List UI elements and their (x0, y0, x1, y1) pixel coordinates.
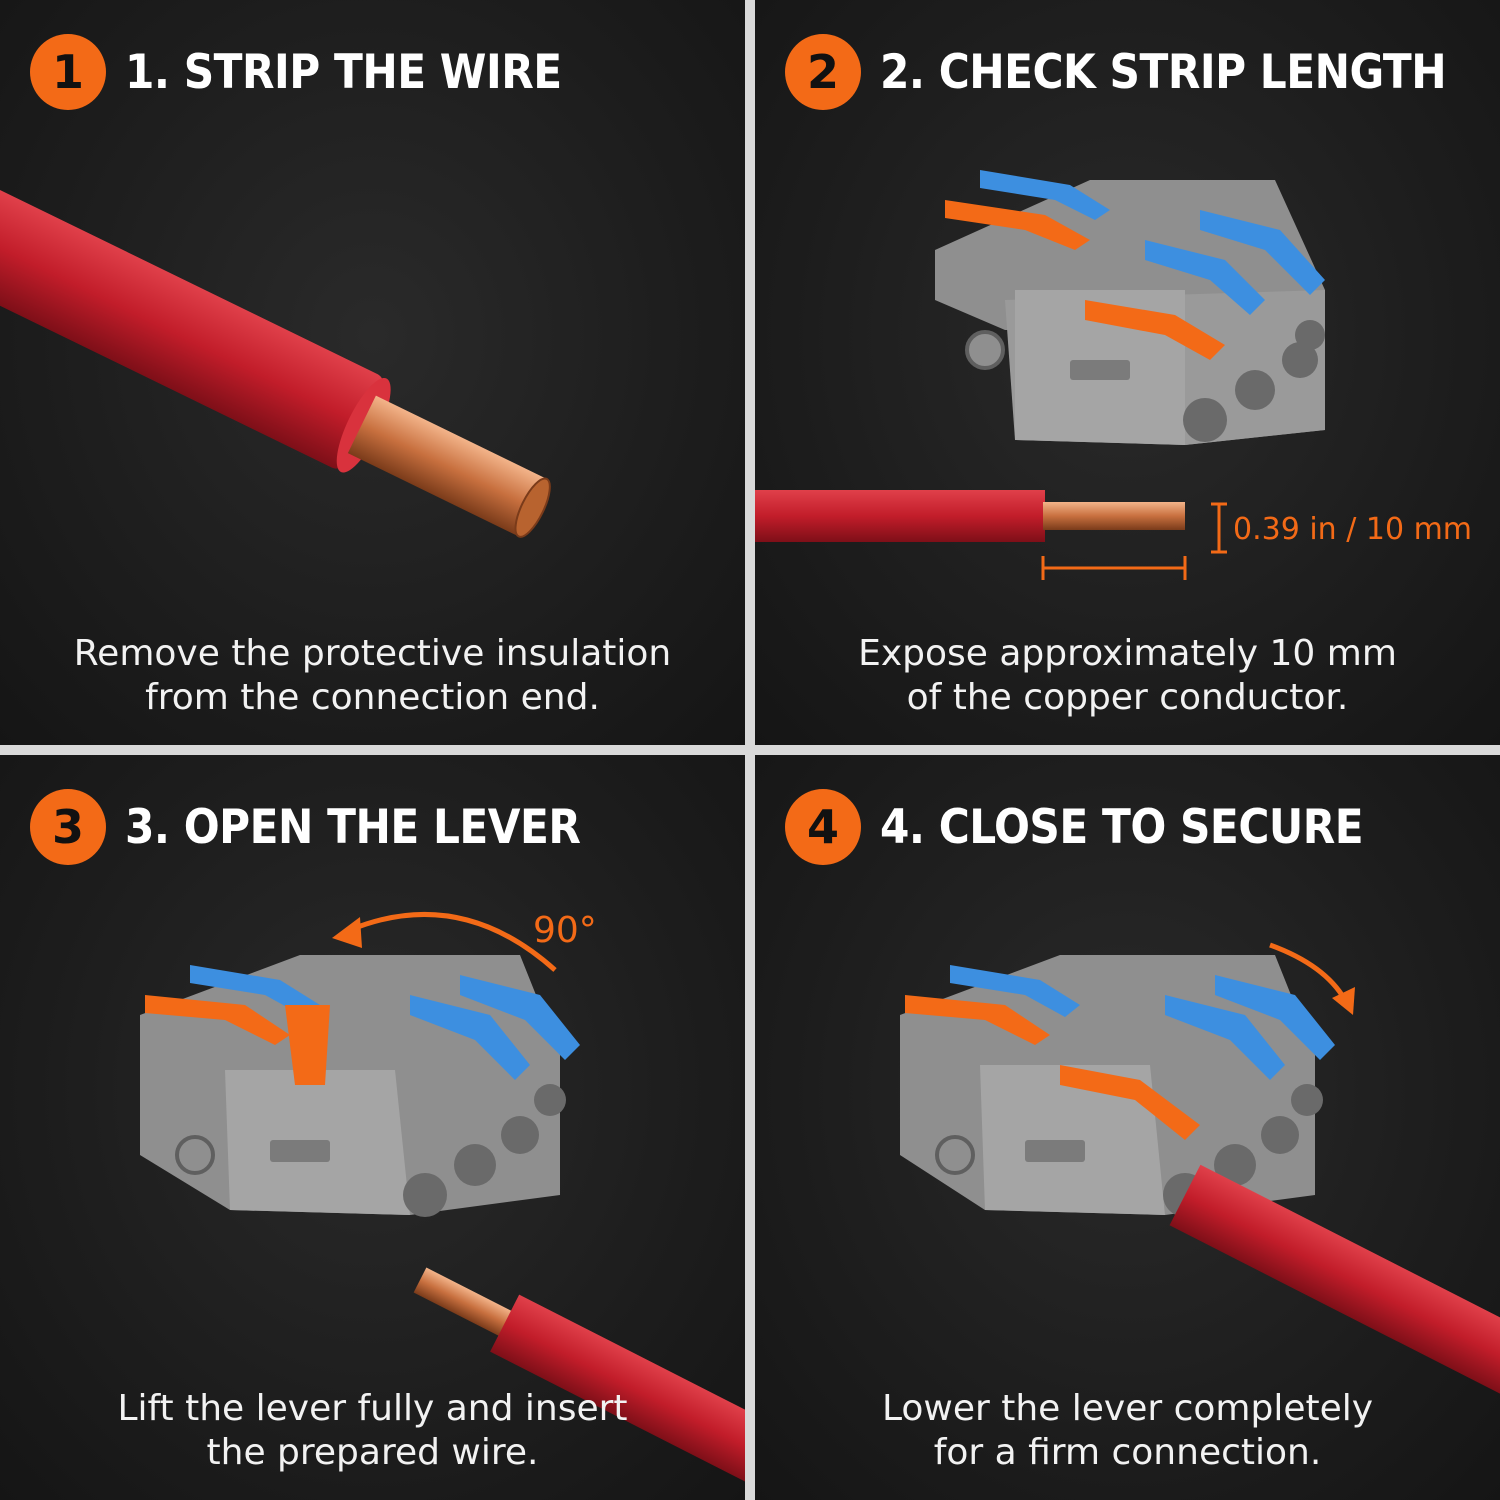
measurement-label: 0.39 in / 10 mm (1233, 512, 1473, 547)
step-number-badge: 2 (785, 34, 861, 110)
rotate-arrow-icon (332, 912, 557, 972)
step-number-badge: 1 (30, 34, 106, 110)
step-caption: Lower the lever completely for a firm co… (755, 1387, 1500, 1475)
rotate-arrow-icon (1269, 942, 1355, 1015)
stripped-wire-illustration (0, 175, 551, 538)
step-panel-4: 4 4. CLOSE TO SECURE Lower the lever com… (755, 755, 1500, 1500)
wire-illustration (1169, 1164, 1500, 1416)
caption-line: Remove the protective insulation (73, 633, 672, 674)
step-caption: Expose approximately 10 mm of the copper… (755, 632, 1500, 720)
step-number-badge: 3 (30, 789, 106, 865)
dimension-icon (1041, 502, 1227, 580)
connector-illustration (900, 955, 1335, 1217)
angle-label: 90° (533, 910, 597, 951)
step-title: 3. OPEN THE LEVER (125, 800, 581, 855)
caption-line: from the connection end. (145, 677, 600, 718)
open-lever-illustration (140, 912, 745, 1497)
step-panel-1: 1 1. STRIP THE WIRE Remove the protectiv… (0, 0, 745, 745)
caption-line: Lower the lever completely (881, 1388, 1374, 1429)
connector-illustration (140, 955, 580, 1217)
wire-illustration (413, 1267, 745, 1497)
caption-line: the prepared wire. (206, 1432, 539, 1473)
step-caption: Remove the protective insulation from th… (0, 632, 745, 720)
step-panel-2: 0.39 in / 10 mm 2 2. CHECK STRIP LENGTH … (755, 0, 1500, 745)
caption-line: of the copper conductor. (906, 677, 1349, 718)
step-title: 2. CHECK STRIP LENGTH (880, 45, 1447, 100)
caption-line: for a firm connection. (933, 1432, 1322, 1473)
closed-lever-illustration (900, 942, 1500, 1416)
wire-illustration (755, 490, 1185, 542)
connector-and-wire-illustration (755, 170, 1325, 580)
step-title: 1. STRIP THE WIRE (125, 45, 562, 100)
step-panel-3: 90° 3 3. OPEN THE LEVER Lift the lever f… (0, 755, 745, 1500)
step-caption: Lift the lever fully and insert the prep… (0, 1387, 745, 1475)
caption-line: Expose approximately 10 mm (858, 633, 1397, 674)
step-title: 4. CLOSE TO SECURE (880, 800, 1364, 855)
step-number-badge: 4 (785, 789, 861, 865)
caption-line: Lift the lever fully and insert (117, 1388, 628, 1429)
connector-illustration (935, 170, 1325, 445)
